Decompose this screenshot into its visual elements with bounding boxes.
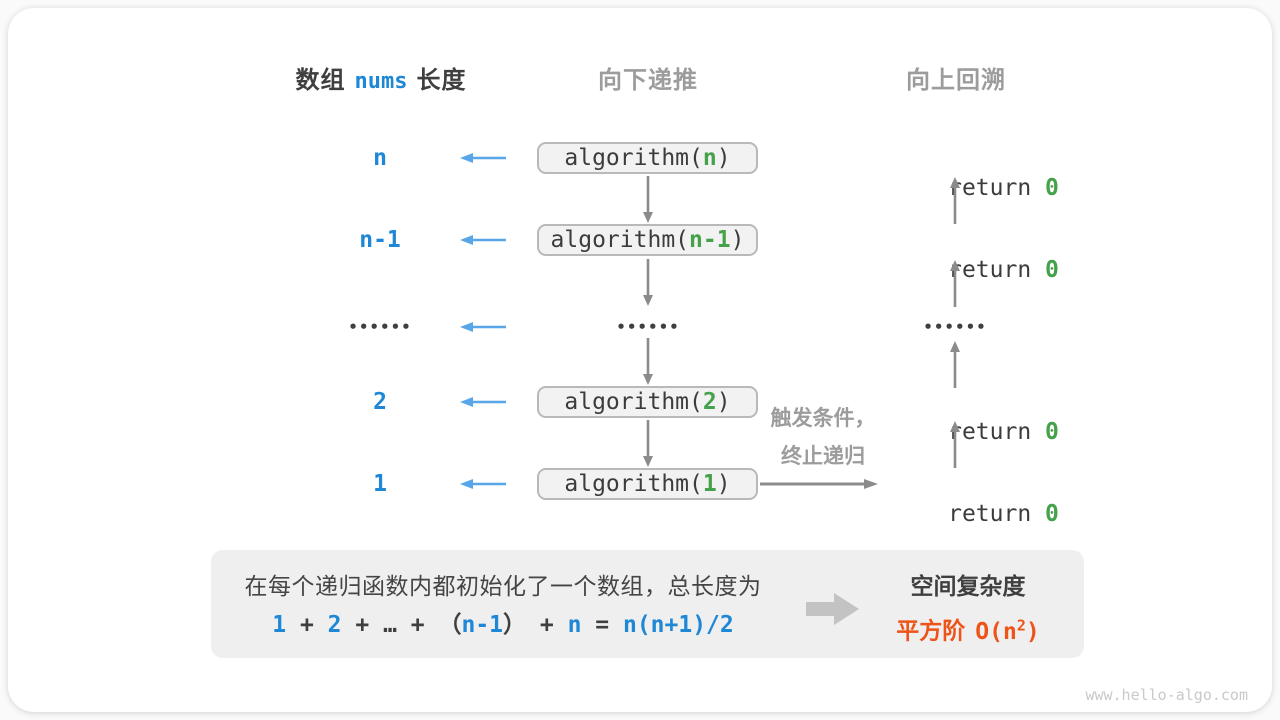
figure-card: 数组 nums 长度 向下递推 向上回溯 n algorithm(n) retu… <box>8 8 1272 712</box>
header-recurse-down: 向下递推 <box>598 67 698 94</box>
header-array-suffix: 长度 <box>416 67 467 94</box>
formula-paren: （ <box>438 612 462 638</box>
row-label-n-1: n-1 <box>359 227 401 253</box>
complexity-exponent: 2 <box>1016 616 1026 634</box>
row-label-1: 1 <box>373 471 387 497</box>
call-arg: n <box>702 145 717 171</box>
header-array-length: 数组 nums 长度 <box>261 66 501 97</box>
header-nums-code: nums <box>354 69 408 94</box>
header-backtrack-up: 向上回溯 <box>906 67 1006 94</box>
backtrack-up-arrow-4 <box>950 421 960 468</box>
formula-term: n-1 <box>461 612 504 638</box>
recurse-down-arrow-3 <box>643 338 653 385</box>
call-suffix: ) <box>730 227 745 253</box>
complexity-title: 空间复杂度 <box>910 573 1026 599</box>
return-value: 0 <box>1045 175 1059 201</box>
return-value: 0 <box>1045 501 1059 527</box>
return-statement-row4: return 0 <box>865 387 1059 477</box>
formula-op: + <box>526 612 568 638</box>
watermark-url: www.hello-algo.com <box>1085 686 1248 704</box>
implies-block-arrow-icon <box>806 593 859 625</box>
backtrack-up-arrow-1 <box>950 177 960 224</box>
call-box-n: algorithm(n) <box>537 142 758 174</box>
return-statement-row2: return 0 <box>865 225 1059 315</box>
summary-panel <box>211 550 1084 658</box>
formula-ellipsis: … <box>383 612 397 638</box>
left-arrow-icon-row1 <box>460 153 506 163</box>
row-label-n: n <box>373 145 387 171</box>
return-value: 0 <box>1045 257 1059 283</box>
formula-op: + <box>341 612 384 638</box>
complexity-notation-prefix: O(n <box>975 618 1017 645</box>
formula-result: n(n+1)/2 <box>622 612 734 638</box>
header-array-prefix: 数组 <box>295 67 346 94</box>
call-prefix: algorithm( <box>564 145 703 171</box>
recurse-down-arrow-1 <box>643 176 653 223</box>
summary-description: 在每个递归函数内都初始化了一个数组，总长度为 <box>244 573 762 599</box>
formula-paren: ） <box>503 612 527 638</box>
call-prefix: algorithm( <box>550 227 690 253</box>
call-box-2: algorithm(2) <box>537 386 758 418</box>
complexity-order-label: 平方阶 <box>896 617 966 644</box>
call-prefix: algorithm( <box>564 389 703 415</box>
return-value: 0 <box>1045 419 1059 445</box>
complexity-notation: O(n2) <box>975 616 1040 645</box>
call-suffix: ) <box>716 389 731 415</box>
row-label-2: 2 <box>373 389 387 415</box>
base-case-arrow <box>760 479 878 489</box>
formula-term: 1 <box>272 612 287 638</box>
return-statement-row5: return 0 <box>865 469 1059 559</box>
left-arrow-icon-row4 <box>460 397 506 407</box>
formula-term: n <box>567 612 582 638</box>
left-arrow-icon-row3 <box>460 322 506 332</box>
termination-note-line2: 终止递归 <box>781 445 865 468</box>
formula-term: 2 <box>327 612 342 638</box>
complexity-result: 平方阶 O(n2) <box>858 608 1078 652</box>
return-keyword: return <box>948 175 1046 201</box>
left-arrow-icon-row5 <box>460 479 506 489</box>
row-label-ellipsis: •••••• <box>348 318 412 336</box>
backtrack-up-arrow-2 <box>950 260 960 307</box>
summary-formula: 1 + 2 + … + （n-1） + n = n(n+1)/2 <box>223 608 783 642</box>
return-keyword: return <box>948 501 1046 527</box>
termination-note-line1: 触发条件， <box>770 407 876 430</box>
backtrack-up-arrow-3 <box>950 341 960 388</box>
call-suffix: ) <box>716 145 731 171</box>
formula-equals: = <box>581 612 623 638</box>
call-arg: n-1 <box>689 227 731 253</box>
return-keyword: return <box>948 419 1046 445</box>
call-suffix: ) <box>716 471 731 497</box>
call-arg: 2 <box>702 389 717 415</box>
call-arg: 1 <box>702 471 717 497</box>
call-prefix: algorithm( <box>564 471 703 497</box>
return-keyword: return <box>948 257 1046 283</box>
recurse-down-arrow-2 <box>643 259 653 306</box>
return-statement-row1: return 0 <box>865 143 1059 233</box>
call-ellipsis: •••••• <box>616 318 680 336</box>
call-box-n-1: algorithm(n-1) <box>537 224 758 256</box>
complexity-notation-suffix: ) <box>1025 618 1040 645</box>
recurse-down-arrow-4 <box>643 420 653 467</box>
return-ellipsis: •••••• <box>923 318 987 336</box>
left-arrow-icon-row2 <box>460 235 506 245</box>
call-box-1: algorithm(1) <box>537 468 758 500</box>
formula-op: + <box>396 612 439 638</box>
formula-op: + <box>286 612 328 638</box>
